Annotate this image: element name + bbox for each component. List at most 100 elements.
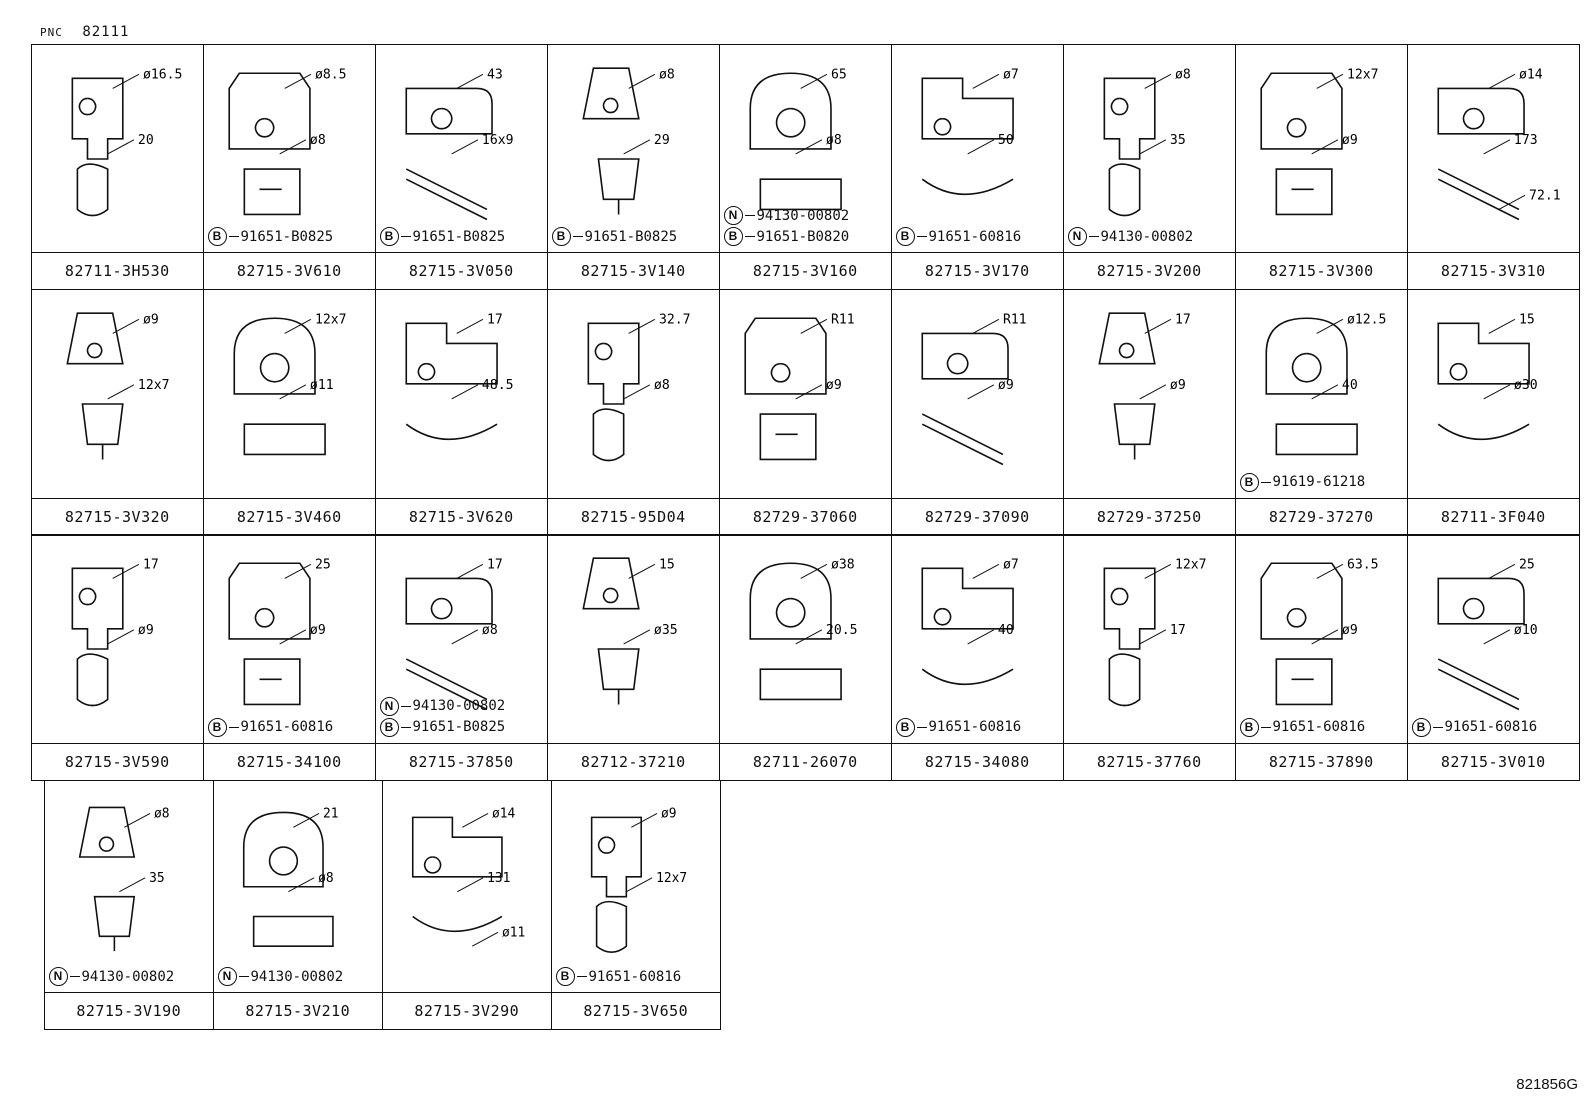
part-number[interactable]: 82715-37760: [1096, 752, 1202, 771]
part-number[interactable]: 82715-3V010: [1440, 752, 1546, 771]
part-number[interactable]: 82715-3V190: [76, 1002, 182, 1020]
part-number[interactable]: 82715-34100: [236, 752, 342, 771]
dimension-label: ø9: [137, 623, 153, 638]
dimension-label: ø10: [1513, 623, 1537, 638]
part-drawing: 21 ø8: [242, 806, 339, 947]
part-number[interactable]: 82711-3H530: [64, 262, 170, 281]
leader-line: [111, 73, 139, 89]
dimension-label: ø9: [825, 378, 841, 393]
part-number[interactable]: 82715-3V140: [580, 262, 686, 281]
dimension-label: 12x7: [656, 870, 687, 885]
part-number[interactable]: 82715-3V590: [64, 752, 170, 771]
part-number[interactable]: 82715-3V210: [245, 1002, 351, 1020]
dimension-label: 21: [323, 806, 339, 821]
part-number[interactable]: 82715-34080: [924, 752, 1030, 771]
part-number[interactable]: 82715-3V050: [408, 262, 514, 281]
dimension-label: ø8.5: [314, 67, 346, 82]
part-number[interactable]: 82715-3V610: [236, 262, 342, 281]
part-number[interactable]: 82729-37250: [1096, 507, 1202, 526]
dimension-label: 15: [1518, 312, 1534, 327]
part-number[interactable]: 82711-26070: [752, 752, 858, 771]
leader-line: [238, 976, 249, 977]
part-number[interactable]: 82715-3V170: [924, 262, 1030, 281]
part-number[interactable]: 82715-3V160: [752, 262, 858, 281]
leader-line: [630, 812, 657, 828]
leader-line: [971, 318, 999, 334]
dimension-label: 35: [149, 870, 165, 885]
fastener-part-number: 91651-60816: [588, 968, 682, 985]
fastener-symbol: N: [48, 967, 68, 986]
dimension-label: 12x7: [1346, 67, 1378, 82]
part-number[interactable]: 82715-37850: [408, 752, 514, 771]
dimension-label: ø35: [653, 623, 677, 638]
leader-line: [622, 629, 650, 645]
part-number[interactable]: 82715-3V310: [1440, 262, 1546, 281]
part-number[interactable]: 82715-37890: [1268, 752, 1374, 771]
part-number[interactable]: 82715-3V290: [414, 1002, 520, 1020]
leader-line: [1143, 563, 1171, 579]
leader-line: [400, 705, 411, 707]
fastener-symbol: B: [379, 227, 399, 247]
part-number[interactable]: 82729-37090: [924, 507, 1030, 526]
dimension-label: ø7: [1002, 67, 1018, 82]
dimension-label: ø8: [309, 132, 325, 147]
part-number[interactable]: 82729-37270: [1268, 507, 1374, 526]
dimension-label: ø14: [492, 806, 516, 821]
fastener-part-number: 91651-60816: [1444, 719, 1538, 736]
part-number[interactable]: 82715-3V320: [64, 507, 170, 526]
fastener-part-number: 91651-60816: [1272, 719, 1366, 736]
fastener-part-number: 94130-00802: [250, 968, 344, 985]
dimension-label: ø9: [997, 378, 1013, 393]
part-number[interactable]: 82711-3F040: [1440, 507, 1546, 526]
dimension-label: ø8: [318, 870, 334, 885]
part-number[interactable]: 82715-3V300: [1268, 262, 1374, 281]
leader-line: [118, 876, 145, 892]
part-number[interactable]: 82715-3V650: [583, 1002, 689, 1020]
part-number[interactable]: 82715-3V460: [236, 507, 342, 526]
part-number[interactable]: 82729-37060: [752, 507, 858, 526]
part-number[interactable]: 82715-3V200: [1096, 262, 1202, 281]
part-number[interactable]: 82715-3V620: [408, 507, 514, 526]
dimension-label: 17: [486, 557, 502, 572]
part-number[interactable]: 82712-37210: [580, 752, 686, 771]
dimension-label: ø11: [309, 378, 333, 393]
part-number[interactable]: 82715-95D04: [580, 507, 686, 526]
